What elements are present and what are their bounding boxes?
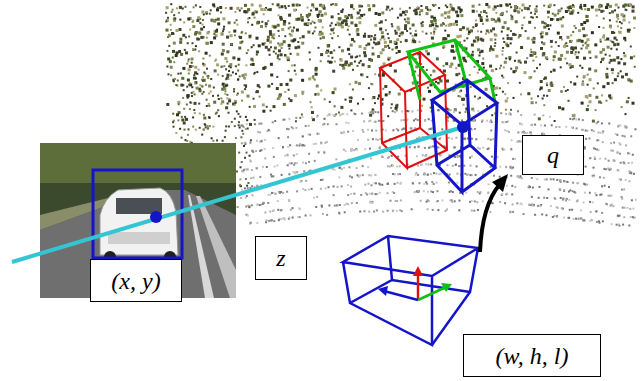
curved-arrow <box>480 174 508 252</box>
camera-image <box>40 143 236 298</box>
label-box: z <box>255 236 307 280</box>
label-box: (w, h, l) <box>463 334 601 377</box>
label-box: q <box>522 135 584 175</box>
blue-box <box>432 80 497 192</box>
dimension-box <box>343 236 478 345</box>
math-label: (x, y) <box>111 269 160 293</box>
ray <box>12 127 463 262</box>
center-dot <box>150 211 162 223</box>
math-label: q <box>547 143 559 167</box>
math-label: z <box>276 246 285 270</box>
axes <box>378 266 452 300</box>
center-dot <box>457 121 469 133</box>
label-box: (x, y) <box>90 259 182 302</box>
math-label: (w, h, l) <box>496 344 569 368</box>
